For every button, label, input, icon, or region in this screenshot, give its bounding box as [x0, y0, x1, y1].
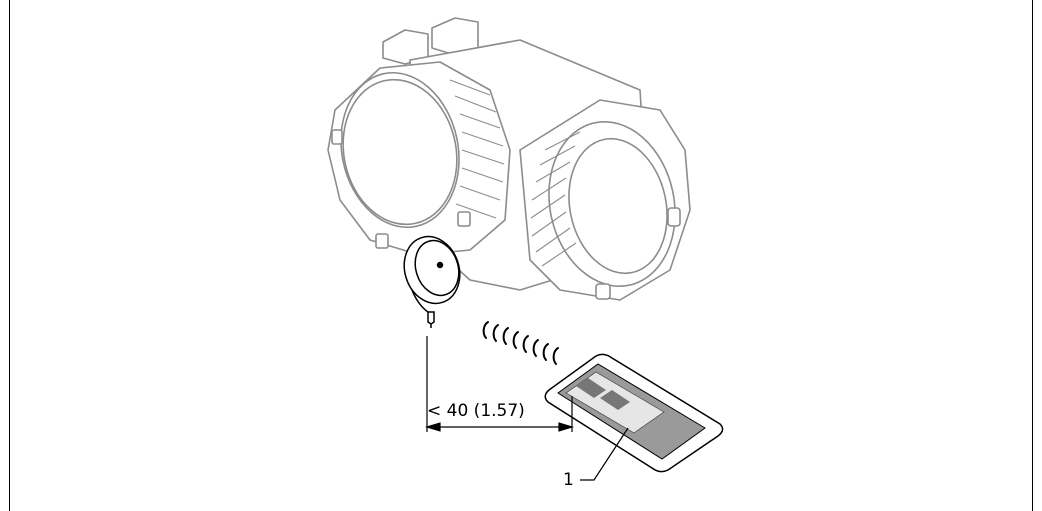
callout-leader-line — [580, 427, 629, 481]
figure-frame — [9, 0, 1033, 511]
callout-number: 1 — [563, 470, 574, 490]
flowmeter-housing-icon — [327, 17, 691, 301]
dimension-line — [424, 336, 575, 432]
nfc-tag-icon — [403, 235, 461, 328]
smartphone-icon — [544, 353, 724, 473]
dimension-label: < 40 (1.57) — [427, 401, 525, 421]
wireless-signal-icon — [482, 321, 559, 365]
